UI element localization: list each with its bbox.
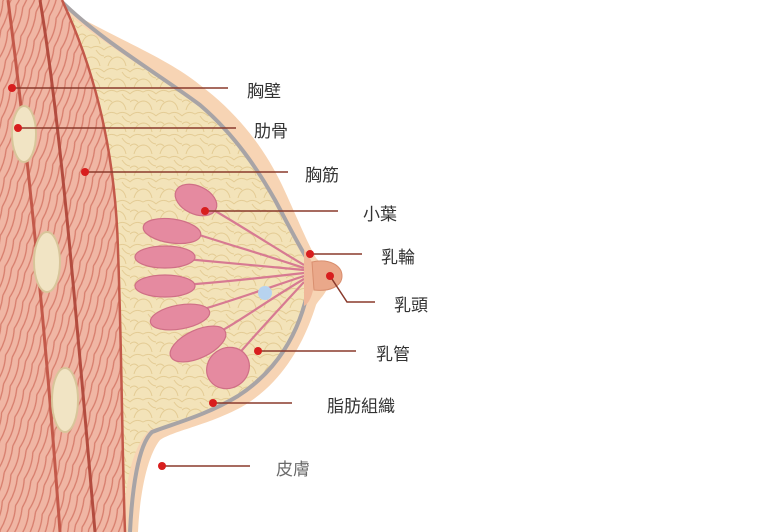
muscle-border	[6, 0, 62, 532]
muscle-border-2	[38, 0, 97, 532]
label-fatty-tissue: 脂肪組織	[327, 397, 395, 417]
rib-2	[33, 231, 61, 293]
skin-inner-line-lower	[128, 284, 311, 532]
label-lobules: 小葉	[363, 205, 397, 225]
label-nipple: 乳頭	[394, 296, 428, 316]
rib-1	[11, 105, 37, 163]
label-skin: 皮膚	[276, 460, 310, 480]
marker-dots	[8, 84, 334, 470]
lobules	[134, 183, 250, 390]
label-rib: 肋骨	[254, 122, 288, 142]
label-areola: 乳輪	[381, 248, 415, 268]
label-pectoral-muscle: 胸筋	[305, 166, 339, 186]
rib-3	[51, 367, 79, 433]
leader-lines	[12, 87, 375, 467]
blue-dot	[258, 286, 272, 300]
label-chest-wall: 胸壁	[247, 82, 281, 102]
skin-inner-line	[58, 0, 310, 262]
label-milk-ducts: 乳管	[376, 345, 410, 365]
muscle-border-3	[60, 0, 127, 532]
pectoral-muscle	[40, 0, 125, 532]
